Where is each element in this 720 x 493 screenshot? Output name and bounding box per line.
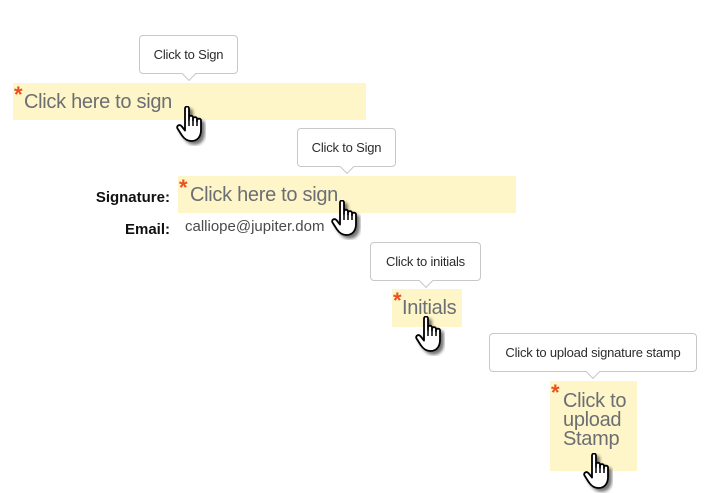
- required-marker: *: [14, 82, 23, 107]
- signature-field-placeholder: Click here to sign: [24, 91, 172, 113]
- required-marker: *: [393, 288, 402, 313]
- signature-field[interactable]: * Click here to sign: [178, 176, 516, 213]
- signature-field-standalone[interactable]: * Click here to sign: [13, 83, 366, 120]
- tooltip-click-to-sign: Click to Sign: [297, 128, 396, 167]
- initials-field[interactable]: * Initials: [392, 289, 462, 327]
- email-label: Email:: [124, 221, 170, 238]
- initials-field-placeholder: Initials: [402, 297, 457, 319]
- tooltip-upload-stamp: Click to upload signature stamp: [489, 333, 697, 372]
- email-value: calliope@jupiter.dom: [185, 218, 325, 235]
- stamp-field-line-2: upload: [563, 409, 622, 431]
- stamp-upload-field[interactable]: * Click to upload Stamp: [550, 381, 637, 471]
- signature-field-placeholder: Click here to sign: [190, 184, 338, 206]
- stamp-field-line-1: Click to: [563, 390, 627, 412]
- tooltip-click-to-sign: Click to Sign: [139, 35, 238, 74]
- required-marker: *: [179, 175, 188, 200]
- required-marker: *: [551, 380, 560, 405]
- stamp-field-line-3: Stamp: [563, 428, 620, 450]
- tooltip-click-to-initials: Click to initials: [370, 242, 481, 281]
- signature-label: Signature:: [95, 189, 170, 206]
